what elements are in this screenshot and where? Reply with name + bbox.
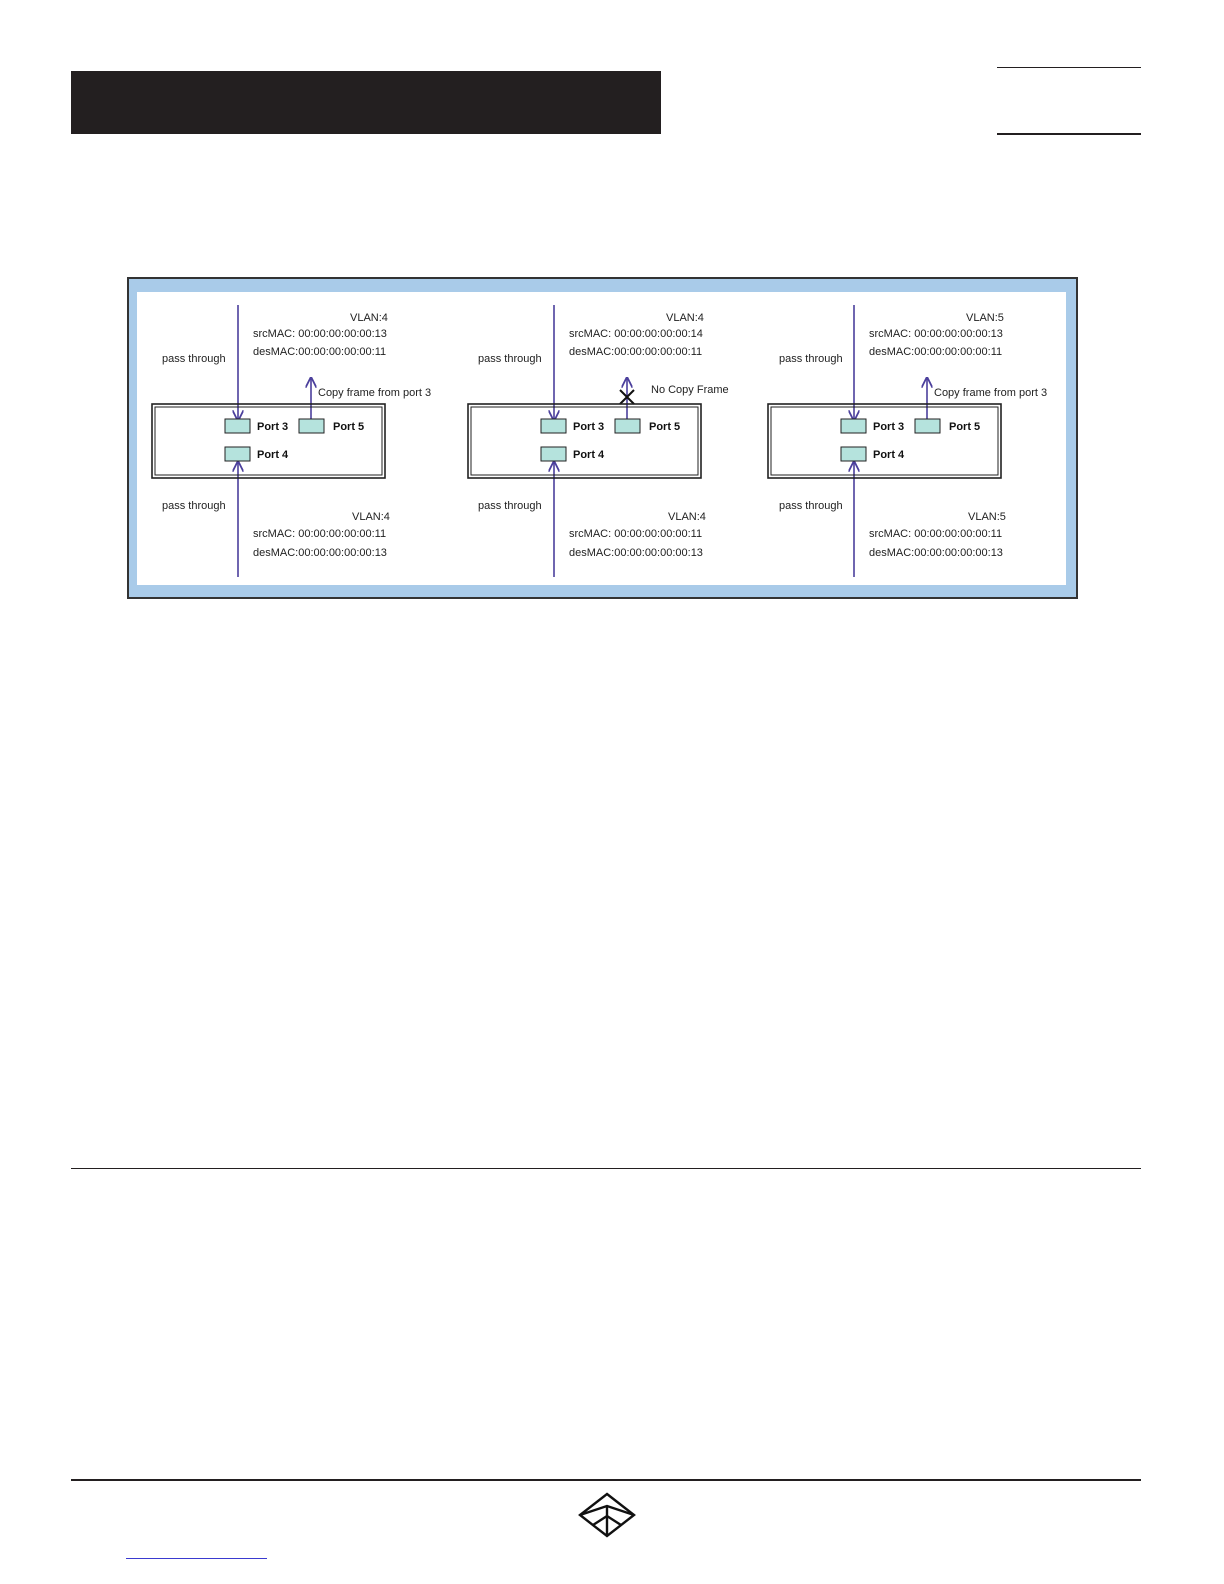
diagram-canvas (137, 292, 1066, 585)
footer-rule (71, 1479, 1141, 1481)
src-mac-bottom: srcMAC: 00:00:00:00:00:11 (253, 528, 386, 540)
switch-box-inner (770, 406, 999, 476)
no-copy-x-icon (619, 389, 635, 405)
port-5-box (298, 418, 325, 434)
src-mac-top: srcMAC: 00:00:00:00:00:13 (869, 328, 1003, 340)
port-5-label: Port 5 (649, 421, 680, 433)
port-3-box (224, 418, 251, 434)
des-mac-top: desMAC:00:00:00:00:00:11 (253, 346, 386, 358)
header-rule-top (997, 67, 1141, 68)
copy-note: Copy frame from port 3 (318, 387, 431, 399)
pass-through-bottom: pass through (162, 500, 226, 512)
port-4-label: Port 4 (573, 449, 605, 461)
port-3-label: Port 3 (573, 421, 604, 433)
des-mac-bottom: desMAC:00:00:00:00:00:13 (869, 547, 1003, 559)
header-rule-bottom (997, 133, 1141, 135)
des-mac-top: desMAC:00:00:00:00:00:11 (569, 346, 702, 358)
vlan-bottom: VLAN:4 (352, 511, 390, 523)
port-5-label: Port 5 (949, 421, 980, 433)
switch-box-inner (154, 406, 383, 476)
port-4-box (540, 446, 567, 462)
port-4-box (224, 446, 251, 462)
switch-box-outer (151, 403, 386, 479)
port-5-box (914, 418, 941, 434)
pass-through-top: pass through (162, 353, 226, 365)
panel-1: Port 3 Port 5 Port 4 pass through VLAN:4… (151, 305, 431, 577)
vlan-bottom: VLAN:4 (668, 511, 706, 523)
src-mac-bottom: srcMAC: 00:00:00:00:00:11 (569, 528, 702, 540)
des-mac-bottom: desMAC:00:00:00:00:00:13 (253, 547, 387, 559)
switch-box-inner (470, 406, 699, 476)
des-mac-top: desMAC:00:00:00:00:00:11 (869, 346, 1002, 358)
port-3-label: Port 3 (257, 421, 288, 433)
vlan-top: VLAN:4 (350, 312, 388, 324)
port-3-label: Port 3 (873, 421, 904, 433)
vlan-top: VLAN:5 (966, 312, 1004, 324)
port-4-label: Port 4 (257, 449, 289, 461)
pass-through-top: pass through (478, 353, 542, 365)
vlan-bottom: VLAN:5 (968, 511, 1006, 523)
footer-link-underline[interactable] (126, 1558, 267, 1559)
diagram-svg: Port 3 Port 5 Port 4 pass through VLAN:4… (151, 305, 1047, 577)
vlan-top: VLAN:4 (666, 312, 704, 324)
header-bar (71, 71, 661, 134)
des-mac-bottom: desMAC:00:00:00:00:00:13 (569, 547, 703, 559)
port-5-box (614, 418, 641, 434)
black-box-diamond-logo-icon (577, 1492, 637, 1543)
switch-box-outer (767, 403, 1002, 479)
port-4-label: Port 4 (873, 449, 905, 461)
panel-3: Port 3 Port 5 Port 4 pass through VLAN:5… (767, 305, 1047, 577)
copy-note: Copy frame from port 3 (934, 387, 1047, 399)
port-3-box (540, 418, 567, 434)
port-5-label: Port 5 (333, 421, 364, 433)
src-mac-top: srcMAC: 00:00:00:00:00:13 (253, 328, 387, 340)
copy-note: No Copy Frame (651, 384, 729, 396)
panel-2: Port 3 Port 5 Port 4 pass through VLAN:4… (467, 305, 729, 577)
pass-through-bottom: pass through (779, 500, 843, 512)
src-mac-bottom: srcMAC: 00:00:00:00:00:11 (869, 528, 1002, 540)
port-4-box (840, 446, 867, 462)
port-3-box (840, 418, 867, 434)
pass-through-top: pass through (779, 353, 843, 365)
section-divider (71, 1168, 1141, 1169)
port-mirror-diagram: Port 3 Port 5 Port 4 pass through VLAN:4… (127, 277, 1078, 599)
pass-through-bottom: pass through (478, 500, 542, 512)
switch-box-outer (467, 403, 702, 479)
src-mac-top: srcMAC: 00:00:00:00:00:14 (569, 328, 703, 340)
